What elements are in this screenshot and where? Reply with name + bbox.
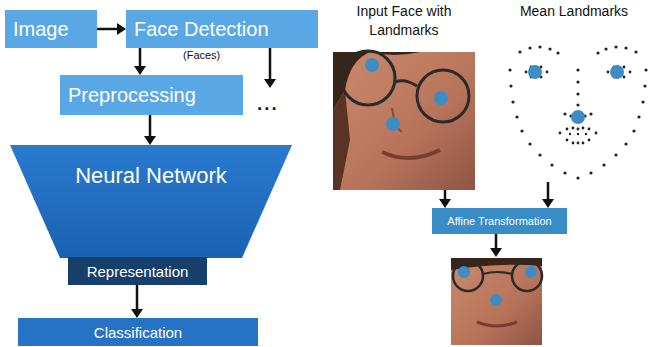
flow-arrow	[97, 23, 126, 35]
node-label: Affine Transformation	[447, 215, 551, 227]
photo-heading: Mean Landmarks	[498, 2, 650, 21]
photo-heading: Input Face with Landmarks	[333, 2, 475, 40]
flow-arrow	[134, 48, 146, 75]
output-note: (Faces)	[183, 50, 220, 61]
mean-landmarks-plot	[508, 45, 647, 179]
node-label: Neural Network	[10, 163, 292, 189]
ellipsis: ...	[256, 88, 278, 114]
trapezoid-shape	[10, 145, 292, 258]
node-label: Representation	[87, 263, 189, 280]
flow-arrow	[144, 115, 156, 145]
process-box: Image	[5, 10, 97, 48]
aligned-face-photo	[451, 258, 542, 345]
node-label: Image	[13, 18, 69, 41]
flow-arrow	[439, 190, 451, 208]
process-box: Preprocessing	[60, 75, 243, 115]
representation-box: Representation	[68, 257, 207, 285]
flow-arrow	[542, 182, 554, 208]
output-arrow	[490, 234, 502, 257]
node-label: Face Detection	[134, 18, 269, 41]
classification-box: Classification	[18, 318, 258, 346]
node-label: Classification	[94, 324, 182, 341]
process-box: Face Detection	[126, 10, 318, 48]
landmark-frame: Mean Landmarks	[498, 2, 650, 182]
ellipsis-arrow	[264, 48, 276, 88]
flow-arrow	[131, 285, 143, 318]
photo-frame: Input Face with Landmarks	[333, 2, 475, 190]
transform-box: Affine Transformation	[432, 208, 567, 234]
node-label: Preprocessing	[68, 84, 196, 107]
network-trapezoid: Neural Network	[10, 145, 292, 258]
input-face-photo	[333, 51, 475, 190]
